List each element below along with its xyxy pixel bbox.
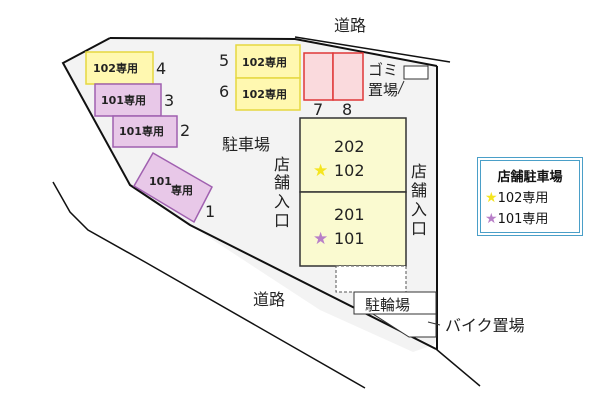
space-3-number: 3: [164, 91, 174, 110]
motorbike-pointer: [427, 321, 441, 326]
building-unit-202-102: [299, 117, 407, 193]
bicycle-parking-label: 駐輪場: [365, 296, 410, 314]
unit-101: 101: [334, 229, 365, 248]
road-edge-top: [294, 36, 451, 63]
star-icon-102: ★: [313, 161, 328, 181]
parking-label: 駐車場: [222, 135, 270, 154]
unit-201: 201: [334, 205, 365, 224]
space-7-number: 7: [313, 100, 323, 119]
space-4-number: 4: [156, 59, 166, 78]
legend: 店舗駐車場 ★102専用 ★101専用: [477, 157, 583, 236]
svg-text:入: 入: [411, 200, 427, 219]
space-5-label: 102専用: [242, 55, 287, 69]
road-top-label: 道路: [334, 16, 366, 35]
legend-item-101: ★101専用: [485, 211, 549, 227]
space-1-number: 1: [205, 202, 215, 221]
store-entrance-right: 店 舗 入 口: [411, 162, 427, 238]
road-edge-bottom-right: [435, 348, 481, 387]
space-8-number: 8: [342, 100, 352, 119]
svg-text:舗: 舗: [274, 173, 290, 192]
motorbike-area: [371, 313, 437, 338]
svg-text:舗: 舗: [411, 181, 427, 200]
lot-boundary-top: [109, 37, 438, 67]
space-2-label: 101専用: [119, 124, 164, 138]
parking-space-7: [303, 52, 334, 101]
lot-boundary-left: [61, 37, 437, 350]
star-icon-101: ★: [313, 229, 328, 249]
svg-text:口: 口: [411, 219, 427, 238]
parking-space-2: [112, 115, 178, 148]
svg-text:店: 店: [411, 162, 427, 181]
garbage-pointer: [397, 80, 405, 95]
parking-space-6: [235, 77, 301, 111]
garbage-box: [403, 65, 429, 80]
unit-102: 102: [334, 161, 365, 180]
star-icon: ★: [485, 190, 498, 206]
space-5-number: 5: [219, 51, 229, 70]
space-2-number: 2: [180, 121, 190, 140]
parking-space-1: [132, 151, 213, 224]
svg-text:口: 口: [274, 211, 290, 230]
legend-title: 店舗駐車場: [497, 170, 563, 185]
garbage-label-2: 置場: [368, 81, 398, 99]
star-icon: ★: [485, 211, 498, 227]
motorbike-parking-label: バイク置場: [445, 316, 525, 335]
svg-text:店: 店: [274, 155, 290, 174]
garbage-label-1: ゴミ: [368, 61, 398, 79]
legend-item-102: ★102専用: [485, 190, 549, 206]
parking-space-4: [85, 51, 154, 85]
road-bottom-label: 道路: [253, 290, 285, 309]
parking-space-8: [332, 52, 364, 101]
dashed-area: [335, 265, 407, 293]
store-entrance-left: 店 舗 入 口: [274, 155, 290, 230]
parking-space-3: [94, 83, 162, 117]
space-1-label-suffix: 専用: [171, 183, 193, 197]
space-1-label-main: 101: [149, 175, 172, 188]
unit-202: 202: [334, 137, 365, 156]
space-4-label: 102専用: [93, 61, 138, 75]
road-edge-bottom: [52, 181, 366, 389]
svg-text:入: 入: [274, 192, 290, 211]
space-6-number: 6: [219, 82, 229, 101]
space-6-label: 102専用: [242, 87, 287, 101]
space-3-label: 101専用: [101, 93, 146, 107]
